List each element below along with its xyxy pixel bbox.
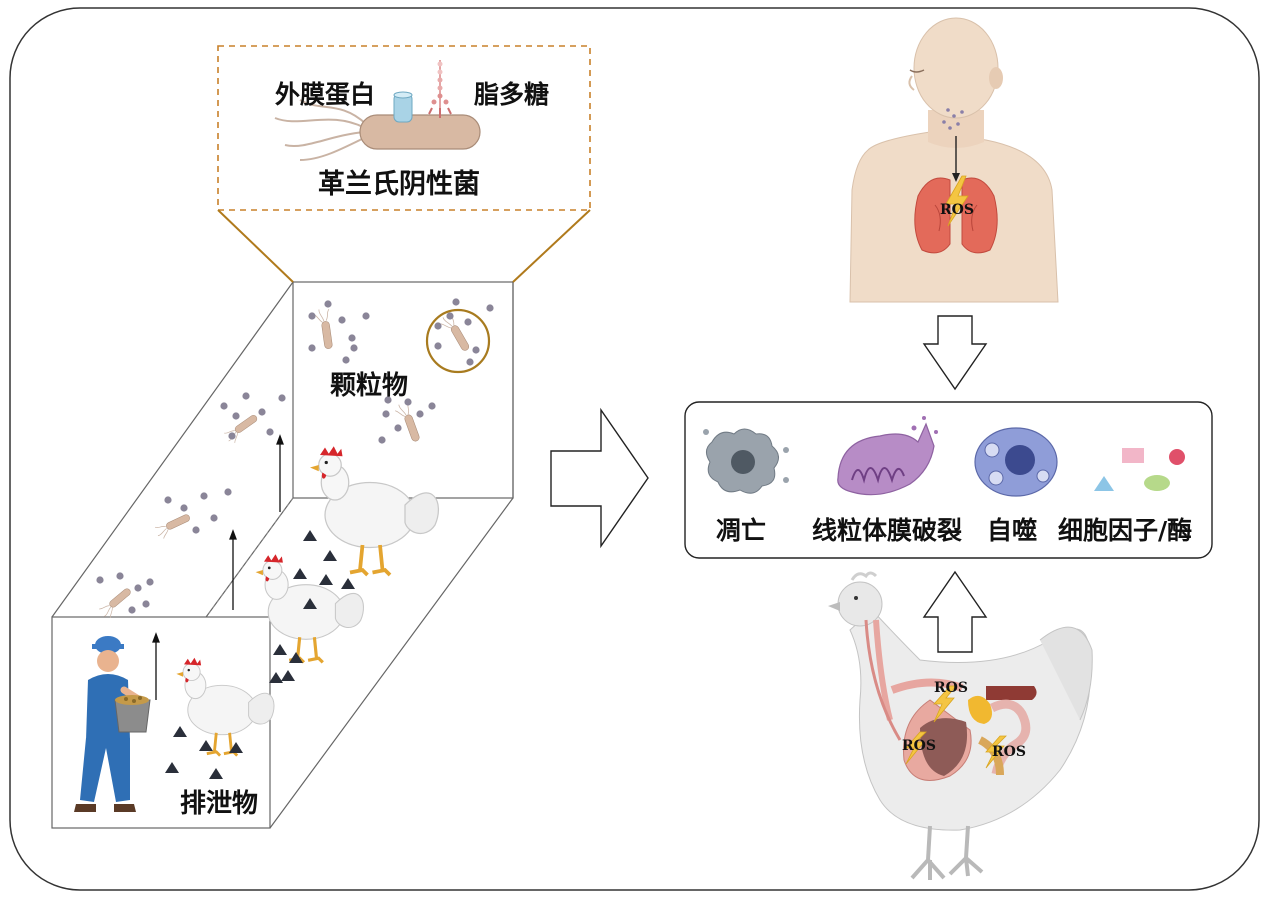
apoptosis-cell-icon [703, 428, 789, 494]
hollow-arrow-right [550, 407, 649, 549]
highlight-circle [425, 308, 491, 374]
ros-label-human: ROS [940, 202, 974, 218]
chicken-anatomy-illustration [828, 571, 1093, 880]
gram-negative-bacterium-illustration [274, 60, 481, 161]
callout-leader-right [512, 209, 591, 283]
airborne-particles [96, 392, 286, 621]
lipopolysaccharide-icon [428, 60, 452, 118]
upward-arrows [152, 434, 284, 700]
cytokines-enzymes-icon [1094, 448, 1185, 491]
mitochondrial-rupture-icon [837, 416, 938, 496]
human-torso-illustration [849, 17, 1059, 303]
inhaled-particles [942, 108, 964, 130]
hollow-arrow-up [922, 570, 988, 653]
effect-label-cytokines: 细胞因子/酶 [1058, 516, 1192, 545]
callout-leader-left [217, 209, 294, 283]
outer-frame [9, 7, 1260, 891]
autophagy-cell-icon [974, 427, 1058, 497]
lipopolysaccharide-label: 脂多糖 [474, 80, 549, 109]
farm-worker-illustration [74, 636, 151, 812]
gram-negative-bacteria-label: 革兰氏阴性菌 [318, 169, 480, 200]
effects-panel [684, 401, 1213, 559]
hollow-arrow-down [922, 315, 988, 391]
outer-membrane-protein-label: 外膜蛋白 [275, 80, 375, 109]
particulate-cluster [308, 298, 494, 445]
lungs-icon [914, 175, 998, 254]
ros-label-chicken-left: ROS [902, 738, 936, 754]
ros-label-chicken-right: ROS [992, 744, 1026, 760]
bacterium-callout-box [217, 45, 591, 211]
effect-label-autophagy: 自噬 [987, 516, 1037, 545]
effect-label-apoptosis: 凋亡 [716, 516, 766, 545]
excreta-label: 排泄物 [180, 789, 258, 819]
particulate-matter-label: 颗粒物 [330, 370, 408, 401]
effect-label-mitochondria: 线粒体膜破裂 [812, 516, 962, 545]
outer-membrane-protein-icon [393, 91, 413, 123]
ros-label-chicken-top: ROS [934, 680, 968, 696]
